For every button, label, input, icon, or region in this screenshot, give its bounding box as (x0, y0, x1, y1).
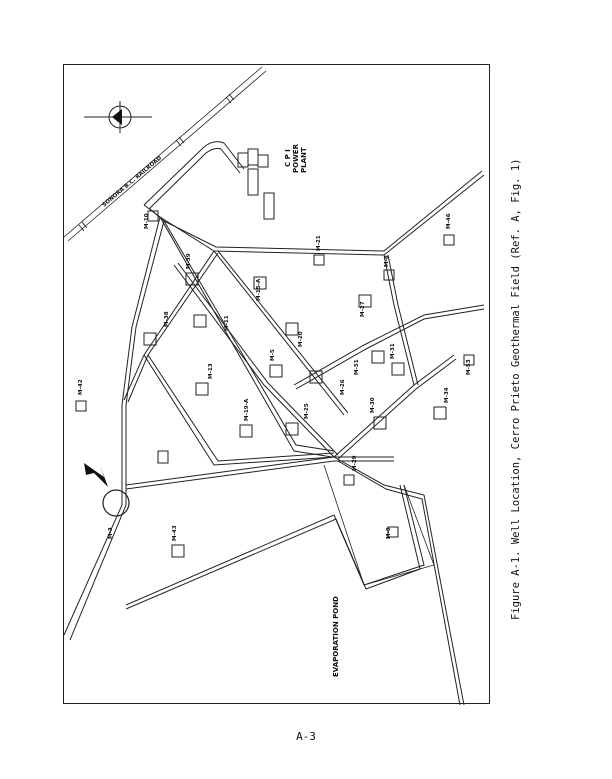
well-label: M-27 (360, 301, 366, 317)
power-plant (237, 148, 275, 220)
figure-caption: Figure A-1. Well Location, Cerro Prieto … (510, 158, 522, 620)
road-network (64, 141, 485, 705)
north-arrow-icon (84, 101, 152, 133)
well-label: M-42 (78, 379, 84, 395)
highlighted-well-circle (102, 489, 130, 517)
well-label: M-5 (270, 349, 276, 361)
well-labels: M-10 M-46 M-21 M-39 M-15-A M-8 M-38 M-27… (78, 213, 472, 541)
well-label: M-39 (186, 253, 192, 269)
well-label: M-51 (354, 359, 360, 375)
railroad (64, 66, 267, 242)
well-label: M-19-A (244, 398, 250, 421)
map-frame: SONORA B.C. RAILROAD (63, 64, 490, 705)
page-number: A-3 (296, 730, 316, 743)
well-label: M-13 (208, 363, 214, 379)
well-label: M-46 (446, 213, 452, 229)
well-label: M-15-A (256, 278, 262, 301)
well-location-map: SONORA B.C. RAILROAD (64, 66, 485, 705)
well-label: M-10 (144, 213, 150, 229)
well-label: M-25 (304, 403, 310, 419)
well-label: M-20 (298, 331, 304, 347)
well-label: M-38 (164, 311, 170, 327)
well-label: M-53 (466, 359, 472, 375)
power-plant-label-1: C P I (284, 149, 292, 167)
well-label: M-11 (224, 315, 230, 331)
well-label: M-9 (386, 527, 392, 539)
well-label: M-29 (352, 455, 358, 471)
well-label: M-26 (340, 379, 346, 395)
well-label: M-8 (384, 255, 390, 267)
power-plant-label-2: POWER (292, 143, 300, 173)
pointer-arrow-icon (84, 463, 108, 487)
power-plant-label-3: PLANT (300, 147, 308, 173)
evaporation-pond-label: EVAPORATION POND (332, 596, 340, 677)
well-label: M-30 (370, 397, 376, 413)
well-pads (75, 210, 475, 558)
railroad-label: SONORA B.C. RAILROAD (101, 155, 163, 208)
well-label: M-31 (390, 343, 396, 359)
well-label: M-34 (444, 387, 450, 403)
well-label: M-21 (316, 235, 322, 251)
well-label: M-3 (108, 527, 114, 539)
well-label: M-43 (172, 525, 178, 541)
